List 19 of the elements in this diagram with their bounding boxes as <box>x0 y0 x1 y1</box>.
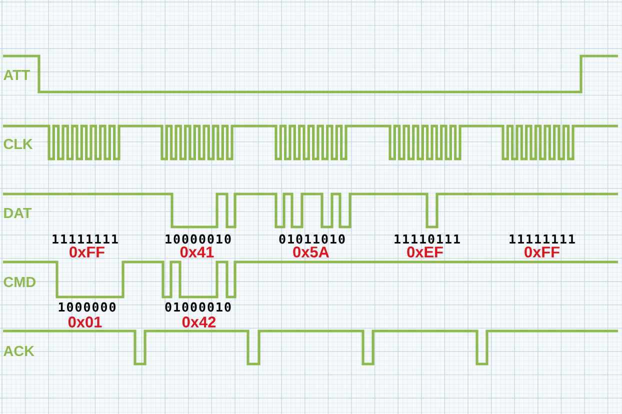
signal-label: CMD <box>4 276 36 288</box>
bit-sequence: 11111111 <box>52 234 118 244</box>
hex-value: 0x01 <box>68 316 102 328</box>
bit-sequence: 01000010 <box>165 302 231 312</box>
signal-label: ATT <box>4 70 30 80</box>
hex-value: 0xEF <box>407 246 443 258</box>
bit-sequence: 11111111 <box>510 234 575 244</box>
hex-value: 0x42 <box>182 316 216 328</box>
hex-value: 0xFF <box>70 246 104 258</box>
signal-label: DAT <box>4 208 32 218</box>
hex-value: 0x5A <box>293 246 330 258</box>
bit-sequence: 1000000 <box>58 302 116 312</box>
bit-sequence: 11110111 <box>394 234 460 244</box>
signal-label: CLK <box>4 138 33 150</box>
hex-value: 0xFF <box>524 246 560 258</box>
signal-label: ACK <box>4 346 34 356</box>
bit-sequence: 10000010 <box>166 234 231 244</box>
hex-value: 0x41 <box>180 246 214 258</box>
bit-sequence: 01011010 <box>279 234 345 244</box>
